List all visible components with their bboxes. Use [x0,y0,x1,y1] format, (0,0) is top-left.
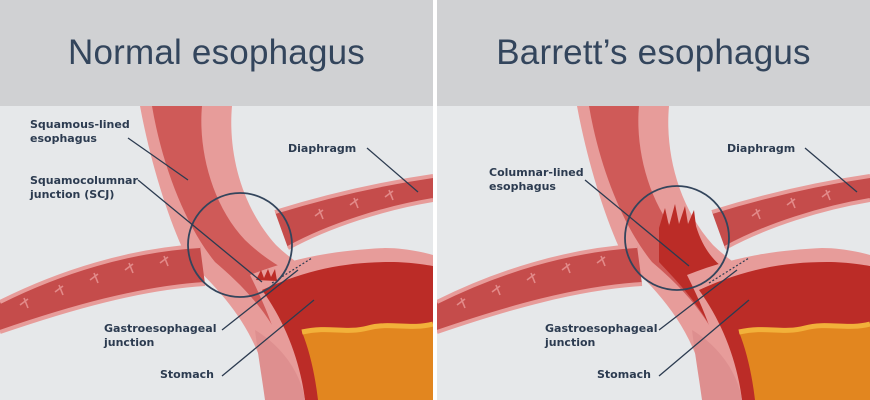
barretts-esophagus-panel: Barrett’s esophagus Columnar-lined esoph… [437,0,870,400]
label-stomach: Stomach [160,368,214,381]
label-squamous-lined-esophagus: Squamous-lined esophagus [30,118,130,145]
fundus-fold [692,330,742,400]
panel-header: Barrett’s esophagus [437,0,870,106]
barretts-esophagus-illustration [437,106,870,400]
stomach-fat-edge [301,321,433,335]
diaphragm-left [437,246,642,332]
muscle-fibers [19,189,394,309]
diaphragm-right [712,176,870,248]
label-stomach: Stomach [597,368,651,381]
panel-header: Normal esophagus [0,0,433,106]
panel-title: Barrett’s esophagus [496,33,811,72]
normal-esophagus-illustration [0,106,433,400]
fundus-fold [255,330,305,400]
magnifier-circle [624,185,730,291]
diaphragm-left [0,246,205,332]
scj-zigzag [256,269,277,281]
muscle-fibers [456,189,831,309]
label-diaphragm: Diaphragm [288,142,357,155]
label-gastroesophageal-junction: Gastroesophageal junction [104,322,217,349]
panel-title: Normal esophagus [68,33,365,72]
normal-esophagus-panel: Normal esophagus Squamous-lined esophagu… [0,0,433,400]
label-squamocolumnar-junction: Squamocolumnar junction (SCJ) [30,174,138,201]
stomach-fat-layer [302,324,433,400]
label-columnar-lined-esophagus: Columnar-lined esophagus [489,166,584,193]
label-diaphragm: Diaphragm [727,142,796,155]
diaphragm-right [275,176,433,248]
label-gastroesophageal-junction: Gastroesophageal junction [545,322,658,349]
stomach-fat-layer [739,324,870,400]
magnifier-circle [187,192,293,298]
